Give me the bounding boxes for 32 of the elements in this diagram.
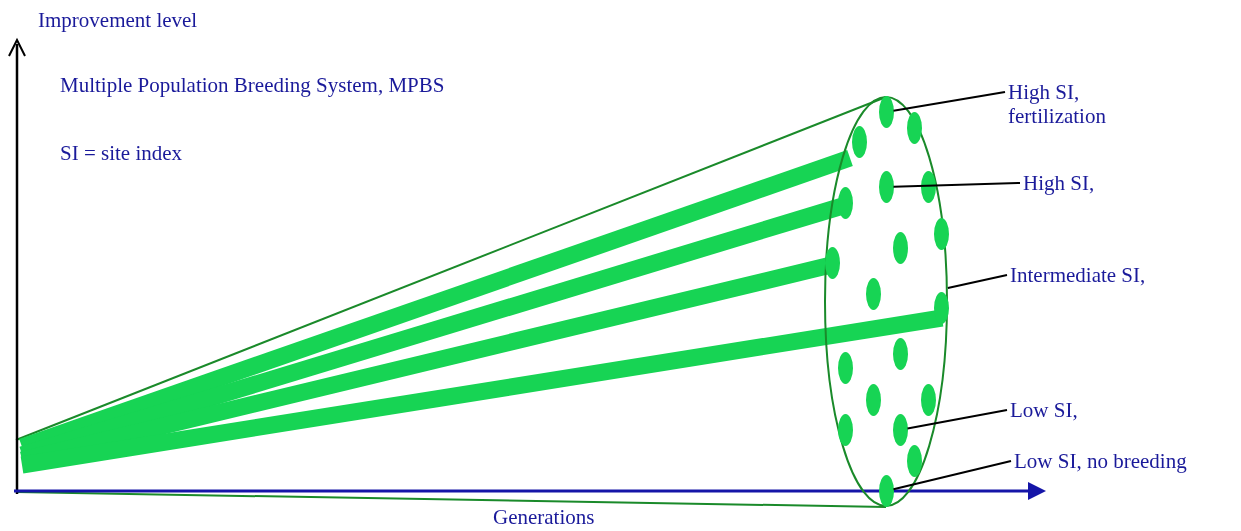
leader-line: [946, 274, 1008, 289]
callout-label: Low SI, no breeding: [1014, 449, 1187, 473]
population-dot: [837, 352, 853, 384]
note-text: Multiple Population Breeding System, MPBS: [60, 73, 445, 97]
population-dot: [892, 232, 908, 264]
leader-line: [892, 91, 1006, 112]
population-dot: [878, 96, 894, 128]
population-dot: [878, 171, 894, 203]
population-dot: [933, 218, 949, 250]
population-dot: [865, 384, 881, 416]
leader-line: [892, 182, 1021, 188]
population-dot: [892, 338, 908, 370]
x-axis-label: Generations: [493, 505, 595, 529]
population-dot: [837, 414, 853, 446]
population-ellipse: [824, 96, 948, 507]
population-dot: [920, 171, 936, 203]
callout-label: High SI, fertilization: [1008, 80, 1143, 128]
population-dot: [851, 126, 867, 158]
population-dot: [865, 278, 881, 310]
population-dot: [892, 414, 908, 446]
population-dot: [920, 384, 936, 416]
population-dot: [878, 475, 894, 507]
leader-line: [892, 460, 1012, 491]
callout-label: Low SI,: [1010, 398, 1078, 422]
y-axis-label: Improvement level: [38, 8, 198, 32]
population-dot: [906, 445, 922, 477]
note-text: SI = site index: [60, 141, 183, 165]
population-dot: [837, 187, 853, 219]
population-dot: [906, 112, 922, 144]
callout-label: High SI,: [1023, 171, 1095, 195]
leader-line: [906, 409, 1008, 430]
callout-label: Intermediate SI,: [1010, 263, 1146, 287]
